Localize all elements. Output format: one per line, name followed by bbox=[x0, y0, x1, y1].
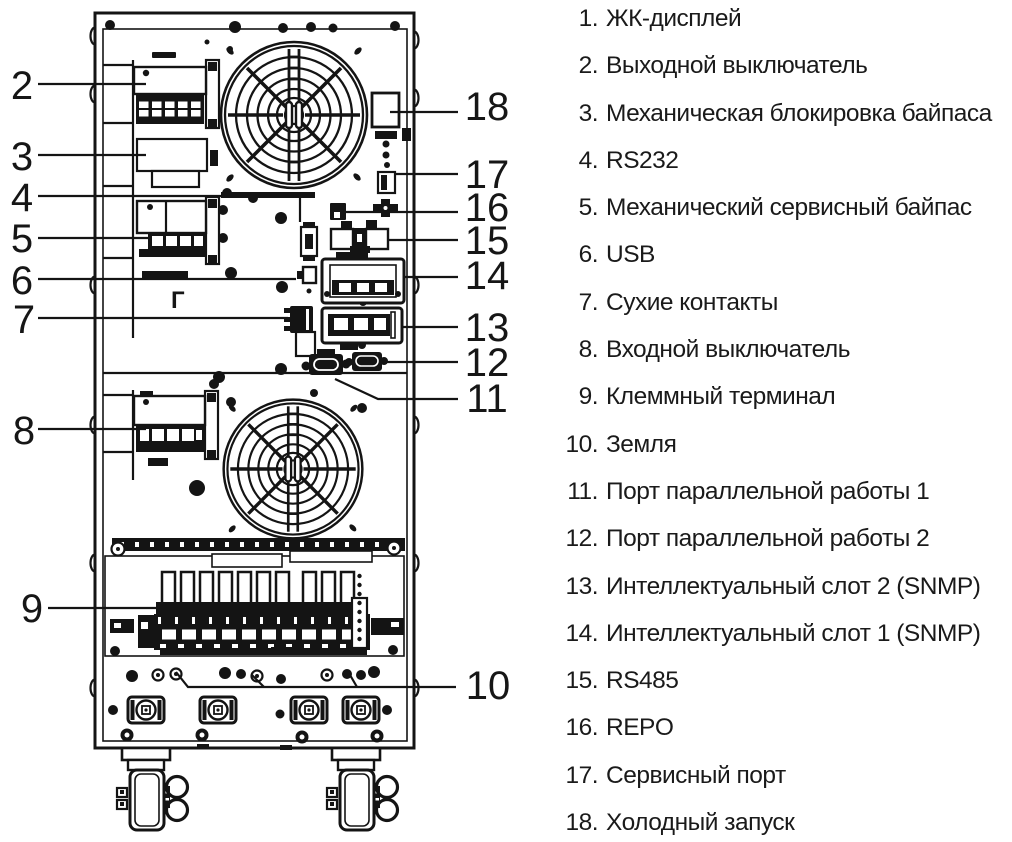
legend-item-label: Выходной выключатель bbox=[606, 52, 868, 80]
legend-item-number: 6. bbox=[578, 241, 599, 269]
legend-item-15: 15. RS485 bbox=[548, 668, 1012, 694]
legend-item-label: USB bbox=[606, 241, 655, 269]
legend-item-6: 6.USB bbox=[548, 242, 1012, 268]
legend-item-12: 12. Порт параллельной работы 2 bbox=[548, 526, 1012, 552]
snmp-slot-2 bbox=[320, 306, 404, 350]
legend-item-number: 14. bbox=[565, 619, 598, 647]
legend-item-5: 5.Механический сервисный байпас bbox=[548, 195, 1012, 221]
dry-contacts-port bbox=[284, 306, 317, 358]
legend-item-number: 17. bbox=[565, 761, 598, 789]
cable-glands bbox=[108, 695, 392, 725]
callout-lines bbox=[38, 82, 458, 689]
legend-item-label: Входной выключатель bbox=[606, 336, 851, 364]
legend-item-1: 1. ЖК-дисплей bbox=[548, 6, 1012, 32]
callout-6: 6 bbox=[11, 259, 33, 303]
legend-item-number: 3. bbox=[578, 99, 599, 127]
legend-item-label: Интеллектуальный слот 2 (SNMP) bbox=[606, 572, 981, 600]
legend-item-label: Механическая блокировка байпаса bbox=[606, 99, 992, 127]
legend-item-number: 12. bbox=[565, 525, 598, 553]
screw-terminal bbox=[373, 199, 398, 217]
rs232-port bbox=[299, 222, 319, 261]
legend-item-number: 8. bbox=[578, 336, 599, 364]
legend-item-label: Сервисный порт bbox=[606, 761, 786, 789]
legend-item-label: Клеммный терминал bbox=[606, 383, 836, 411]
legend-item-9: 9.Клеммный терминал bbox=[548, 384, 1012, 410]
panel-mark: Г bbox=[171, 287, 185, 314]
callout-5: 5 bbox=[11, 217, 33, 261]
legend-item-label: Земля bbox=[606, 430, 677, 458]
bypass-lock bbox=[135, 137, 218, 189]
legend-item-16: 16. REPO bbox=[548, 715, 1012, 741]
legend-item-number: 16. bbox=[565, 714, 598, 742]
output-breaker bbox=[132, 52, 221, 130]
callout-8: 8 bbox=[13, 409, 35, 453]
usb-port bbox=[297, 265, 318, 285]
service-port bbox=[376, 170, 397, 195]
caster-left bbox=[115, 746, 190, 832]
callout-18: 18 bbox=[465, 85, 510, 129]
legend-item-13: 13. Интеллектуальный слот 2 (SNMP) bbox=[548, 572, 1012, 600]
legend-item-label: RS232 bbox=[606, 146, 679, 174]
caster-right bbox=[325, 746, 400, 832]
callout-12: 12 bbox=[465, 341, 510, 385]
legend-item-label: Холодный запуск bbox=[606, 809, 795, 837]
legend-item-number: 9. bbox=[578, 383, 599, 411]
callout-13: 13 bbox=[465, 306, 510, 350]
callout-10: 10 bbox=[466, 664, 511, 708]
repo-port bbox=[330, 203, 346, 220]
input-breaker bbox=[132, 389, 220, 466]
legend-item-8: 8.Входной выключатель bbox=[548, 337, 1012, 363]
legend-item-number: 2. bbox=[578, 52, 599, 80]
ground-screws bbox=[126, 666, 380, 684]
legend-item-18: 18. Холодный запуск bbox=[548, 810, 1012, 836]
service-bypass-breaker bbox=[135, 195, 221, 279]
rs485-port bbox=[329, 220, 390, 252]
legend-item-number: 13. bbox=[565, 572, 598, 600]
legend-item-10: 10. Земля bbox=[548, 430, 1012, 458]
parallel-port-1 bbox=[301, 349, 351, 375]
callout-9: 9 bbox=[21, 587, 43, 631]
legend-item-7: 7.Сухие контакты bbox=[548, 290, 1012, 316]
legend-item-number: 7. bbox=[578, 288, 599, 316]
ups-rear-panel-diagram: Г bbox=[11, 11, 510, 832]
callout-16: 16 bbox=[465, 186, 510, 230]
legend-item-label: Механический сервисный байпас bbox=[606, 194, 972, 222]
legend-item-14: 14. Интеллектуальный слот 1 (SNMP) bbox=[548, 621, 1012, 647]
snmp-slot-1 bbox=[320, 246, 406, 305]
callout-4: 4 bbox=[11, 176, 33, 220]
callout-2: 2 bbox=[11, 64, 33, 108]
legend-item-label: Порт параллельной работы 1 bbox=[606, 477, 930, 505]
callout-15: 15 bbox=[465, 219, 510, 263]
legend-item-number: 4. bbox=[578, 146, 599, 174]
legend-item-label: REPO bbox=[606, 714, 674, 742]
legend-item-number: 10. bbox=[565, 430, 598, 458]
legend-item-number: 1. bbox=[578, 5, 599, 32]
legend-item-label: Порт параллельной работы 2 bbox=[606, 525, 930, 553]
bottom-screws bbox=[120, 728, 384, 744]
legend-item-label: ЖК-дисплей bbox=[606, 5, 742, 32]
callout-17: 17 bbox=[465, 153, 510, 197]
legend-item-label: Сухие контакты bbox=[606, 288, 778, 316]
callout-numbers: 2 3 4 5 6 7 8 9 10 11 12 13 14 15 16 17 … bbox=[11, 64, 510, 708]
callout-11: 11 bbox=[466, 377, 508, 421]
legend-item-number: 15. bbox=[565, 667, 598, 695]
legend-item-number: 18. bbox=[565, 809, 598, 837]
legend-list: 1.ЖК-дисплей 2.Выходной выключатель 3.Ме… bbox=[540, 0, 1012, 842]
legend-item-11: 11. Порт параллельной работы 1 bbox=[548, 479, 1012, 505]
cold-start-button bbox=[370, 91, 401, 168]
legend-item-label: Интеллектуальный слот 1 (SNMP) bbox=[606, 619, 981, 647]
legend-item-17: 17. Сервисный порт bbox=[548, 763, 1012, 789]
legend-item-4: 4.RS232 bbox=[548, 148, 1012, 174]
terminal-block bbox=[104, 538, 405, 657]
legend-item-number: 11. bbox=[567, 477, 598, 505]
legend-item-2: 2.Выходной выключатель bbox=[548, 53, 1012, 79]
callout-3: 3 bbox=[11, 135, 33, 179]
callout-7: 7 bbox=[13, 298, 35, 342]
callout-14: 14 bbox=[465, 254, 510, 298]
legend-item-3: 3.Механическая блокировка байпаса bbox=[548, 99, 1012, 127]
legend-item-number: 5. bbox=[578, 194, 599, 222]
legend-item-label: RS485 bbox=[606, 667, 679, 695]
